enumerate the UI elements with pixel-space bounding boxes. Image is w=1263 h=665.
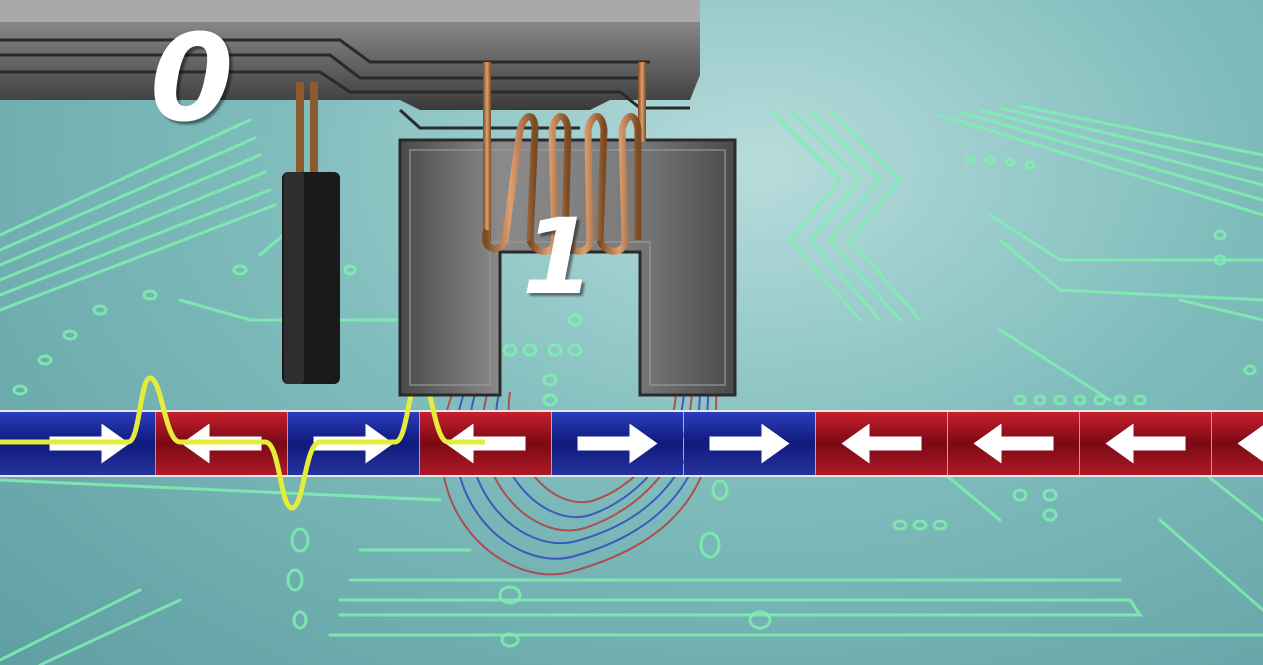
arrow-right-icon xyxy=(577,423,658,464)
bit-zero-label: 0 xyxy=(150,10,234,149)
track-cell-left xyxy=(1080,411,1211,476)
track-cell-left xyxy=(816,411,947,476)
track-cell-left xyxy=(948,411,1079,476)
track-cell-left xyxy=(1212,411,1263,476)
arrow-left-icon xyxy=(841,423,922,464)
arrow-left-icon xyxy=(973,423,1054,464)
arrow-right-icon xyxy=(709,423,790,464)
track-cell-right xyxy=(684,411,815,476)
bit-one-label: 1 xyxy=(522,196,595,318)
track-cell-left xyxy=(420,411,551,476)
arrow-left-icon xyxy=(1237,425,1263,462)
track-cell-right xyxy=(552,411,683,476)
arrow-left-icon xyxy=(1105,423,1186,464)
arrow-left-icon xyxy=(445,423,526,464)
